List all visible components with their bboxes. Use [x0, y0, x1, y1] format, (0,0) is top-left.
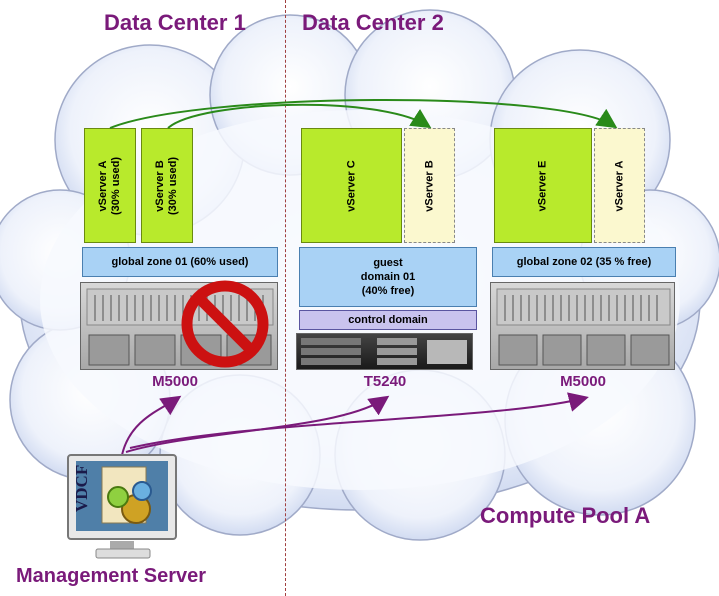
- guest-domain-label: guest domain 01 (40% free): [360, 257, 416, 297]
- management-server-monitor-icon: [67, 454, 177, 559]
- prohibited-icon: [181, 280, 269, 368]
- management-server-label: Management Server: [16, 565, 207, 587]
- vserver-a-label: vServer A (30% used): [97, 156, 122, 215]
- vserver-c-label: vServer C: [345, 159, 357, 212]
- datacenter-divider: [285, 0, 286, 596]
- guest-domain-01[interactable]: guest domain 01 (40% free): [299, 247, 477, 307]
- global-zone-01[interactable]: global zone 01 (60% used): [82, 247, 278, 277]
- vserver-e-box[interactable]: vServer E: [494, 128, 592, 243]
- vserver-a-migrated-label: vServer A: [613, 160, 625, 211]
- dc1-title: Data Center 1: [104, 10, 246, 35]
- vserver-b-migrated-label: vServer B: [423, 159, 435, 212]
- server-chassis-icon: [496, 288, 671, 366]
- left-server-model: M5000: [152, 373, 198, 390]
- vserver-e-label: vServer E: [536, 160, 549, 211]
- middle-server-model: T5240: [363, 373, 407, 390]
- t5240-server: [296, 333, 473, 370]
- vserver-b-label: vServer B (30% used): [154, 156, 179, 215]
- vserver-b-box[interactable]: vServer B (30% used): [141, 128, 193, 243]
- dc2-title: Data Center 2: [302, 10, 444, 35]
- vserver-b-migrated-box[interactable]: vServer B: [404, 128, 455, 243]
- compute-pool-label: Compute Pool A: [480, 503, 651, 528]
- control-domain[interactable]: control domain: [299, 310, 477, 330]
- vserver-a-box[interactable]: vServer A (30% used): [84, 128, 136, 243]
- vserver-c-box[interactable]: vServer C: [301, 128, 402, 243]
- vserver-a-migrated-box[interactable]: vServer A: [594, 128, 645, 243]
- vdcf-screen-text: VDCF: [72, 464, 91, 512]
- global-zone-02[interactable]: global zone 02 (35 % free): [492, 247, 676, 277]
- right-server-model: M5000: [560, 373, 606, 390]
- rack-server-icon: [301, 338, 467, 365]
- server-chassis-icon: [86, 288, 274, 366]
- m5000-right-server: [490, 282, 675, 370]
